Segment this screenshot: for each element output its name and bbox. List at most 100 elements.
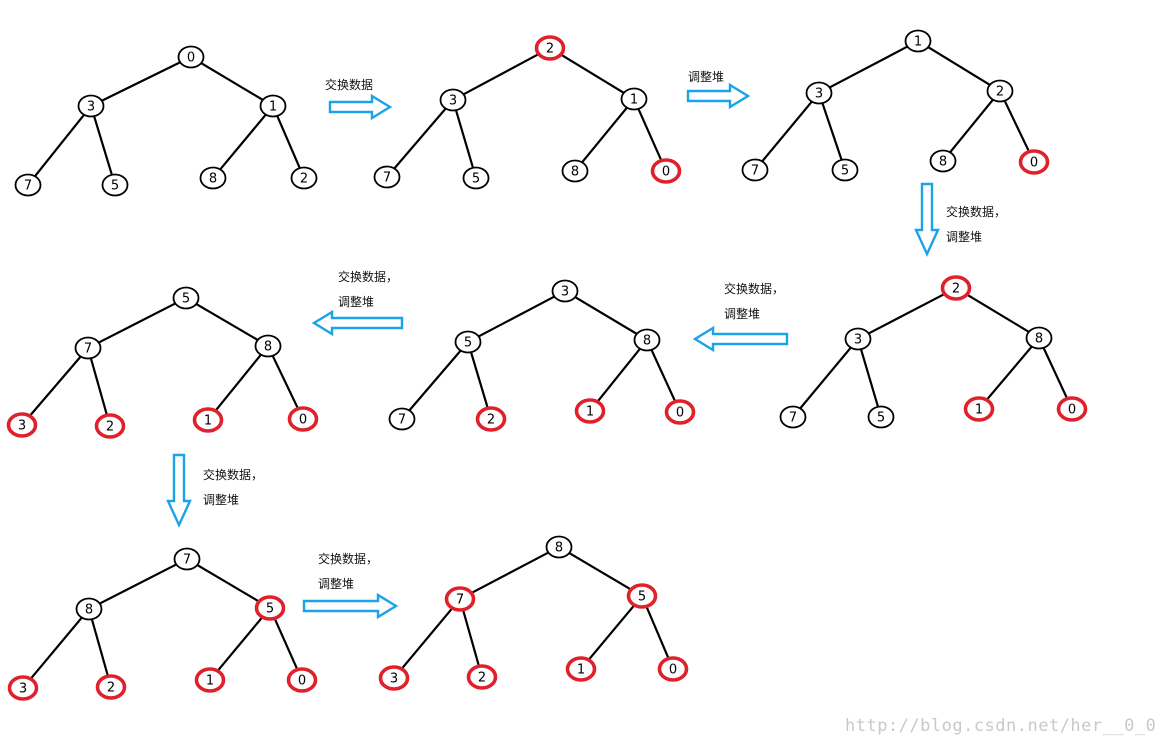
node-ring bbox=[779, 405, 807, 429]
node-value: 0 bbox=[1030, 156, 1038, 171]
heap-node-sorted: 0 bbox=[286, 667, 318, 693]
node-ring bbox=[74, 336, 102, 360]
node-value: 7 bbox=[398, 413, 406, 428]
node-ring bbox=[373, 165, 401, 189]
node-value: 8 bbox=[555, 541, 563, 556]
node-ring bbox=[986, 79, 1014, 103]
node-ring bbox=[439, 88, 467, 112]
node-value: 0 bbox=[676, 406, 684, 421]
step-label: 调整堆 bbox=[946, 229, 982, 244]
node-value: 0 bbox=[662, 165, 670, 180]
heap-node: 3 bbox=[439, 88, 467, 112]
arrow-left-icon bbox=[692, 325, 789, 353]
node-ring bbox=[1025, 326, 1053, 350]
step-label: 调整堆 bbox=[338, 294, 374, 309]
node-ring bbox=[177, 45, 205, 69]
heap-node: 5 bbox=[101, 173, 129, 197]
heap-node-sorted: 1 bbox=[963, 396, 995, 422]
node-value: 8 bbox=[939, 155, 947, 170]
tree-edge bbox=[400, 607, 454, 670]
tree-edge bbox=[828, 45, 909, 89]
node-value: 5 bbox=[841, 164, 849, 179]
tree-edge bbox=[469, 551, 550, 595]
node-ring bbox=[192, 407, 224, 433]
tree-edge bbox=[98, 563, 178, 605]
tree-edge bbox=[568, 552, 633, 591]
edges-layer bbox=[28, 45, 1069, 680]
heap-node: 1 bbox=[259, 94, 287, 118]
step-label: 调整堆 bbox=[318, 576, 354, 591]
node-value: 2 bbox=[107, 681, 115, 696]
heap-node-sorted: 3 bbox=[378, 665, 410, 691]
node-value: 0 bbox=[1068, 403, 1076, 418]
node-value: 1 bbox=[630, 93, 638, 108]
heap-node: 8 bbox=[199, 166, 227, 190]
node-ring bbox=[254, 334, 282, 358]
tree-edge bbox=[200, 62, 264, 101]
heap-node-sorted: 2 bbox=[466, 664, 498, 690]
heap-node: 5 bbox=[831, 158, 859, 182]
node-ring bbox=[831, 158, 859, 182]
node-value: 3 bbox=[854, 333, 862, 348]
heap-node-sorted: 2 bbox=[534, 35, 566, 61]
tree-edge bbox=[587, 604, 636, 661]
node-ring bbox=[75, 597, 103, 621]
tree-edge bbox=[761, 101, 813, 162]
heap-node: 7 bbox=[74, 336, 102, 360]
tree-edge bbox=[29, 617, 83, 680]
node-value: 3 bbox=[87, 100, 95, 115]
step-label: 调整堆 bbox=[724, 306, 760, 321]
heap-node-sorted: 5 bbox=[254, 595, 286, 621]
labels-layer: 交换数据调整堆交换数据，调整堆交换数据，调整堆交换数据，调整堆交换数据，调整堆交… bbox=[203, 69, 1006, 591]
node-value: 2 bbox=[106, 420, 114, 435]
tree-edge bbox=[196, 564, 261, 603]
heap-node: 7 bbox=[14, 173, 42, 197]
node-value: 0 bbox=[298, 674, 306, 689]
heap-node: 2 bbox=[986, 79, 1014, 103]
node-value: 2 bbox=[478, 671, 486, 686]
tree-edge bbox=[645, 605, 670, 660]
tree-edge bbox=[596, 348, 641, 403]
tree-edge bbox=[93, 116, 113, 175]
node-ring bbox=[545, 535, 573, 559]
heap-node-sorted: 1 bbox=[194, 667, 226, 693]
node-value: 5 bbox=[464, 336, 472, 351]
node-value: 7 bbox=[751, 164, 759, 179]
node-value: 5 bbox=[638, 590, 646, 605]
node-value: 1 bbox=[204, 414, 212, 429]
heap-node: 3 bbox=[551, 279, 579, 303]
node-value: 7 bbox=[183, 553, 191, 568]
heap-node-sorted: 5 bbox=[626, 583, 658, 609]
heap-node: 8 bbox=[929, 149, 957, 173]
heap-node-sorted: 0 bbox=[664, 399, 696, 425]
tree-edge bbox=[1004, 100, 1030, 153]
node-ring bbox=[94, 413, 126, 439]
heap-node-sorted: 2 bbox=[475, 406, 507, 432]
tree-edge bbox=[927, 46, 991, 86]
tree-edge bbox=[34, 114, 85, 177]
step-label: 交换数据， bbox=[203, 467, 263, 482]
node-value: 1 bbox=[914, 35, 922, 50]
tree-edge bbox=[28, 356, 82, 417]
node-value: 3 bbox=[561, 285, 569, 300]
arrow-down-icon bbox=[914, 182, 940, 257]
node-value: 8 bbox=[209, 172, 217, 187]
watermark: http://blog.csdn.net/her__0_0 bbox=[845, 716, 1156, 736]
node-value: 0 bbox=[299, 413, 307, 428]
tree-edge bbox=[1042, 347, 1069, 400]
node-value: 1 bbox=[975, 403, 983, 418]
arrow-right-icon bbox=[328, 93, 393, 121]
node-ring bbox=[286, 667, 318, 693]
heap-node: 3 bbox=[77, 94, 105, 118]
heap-node: 8 bbox=[633, 328, 661, 352]
tree-edge bbox=[219, 114, 267, 170]
node-ring bbox=[199, 166, 227, 190]
tree-edge bbox=[195, 302, 259, 342]
node-ring bbox=[101, 173, 129, 197]
